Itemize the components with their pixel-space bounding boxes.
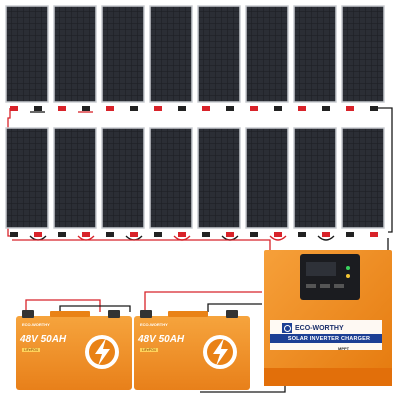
solar-panel (5, 127, 49, 229)
battery-1-label: 48V 50AH (20, 334, 67, 345)
wiring (7, 107, 393, 393)
battery-1 (16, 310, 132, 390)
brand-logo-icon (282, 323, 292, 333)
panel-connectors-top (10, 106, 378, 111)
solar-panel (245, 127, 289, 229)
battery-2 (134, 310, 250, 390)
panel-connectors-bottom (10, 232, 378, 237)
inverter-title: SOLAR INVERTER CHARGER (287, 336, 371, 342)
solar-panel (341, 5, 385, 103)
solar-panel (149, 5, 193, 103)
battery-2-brand: ECO-WORTHY (140, 322, 168, 327)
inverter-mppt-label: MPPT (338, 346, 350, 351)
solar-panel (245, 5, 289, 103)
bolt-icon (95, 338, 110, 366)
solar-panel (149, 127, 193, 229)
inverter-display (300, 254, 360, 300)
solar-panel (5, 5, 49, 103)
battery-2-tag: LiFePO4 (140, 348, 158, 352)
solar-panel-row-top (5, 5, 385, 103)
solar-panel (197, 5, 241, 103)
bolt-icon (213, 338, 228, 366)
battery-1-tag: LiFePO4 (22, 348, 40, 352)
solar-panel (341, 127, 385, 229)
solar-panel (293, 5, 337, 103)
solar-panel (293, 127, 337, 229)
inverter-brand: ECO-WORTHY (282, 322, 362, 334)
solar-panel (101, 127, 145, 229)
solar-panel (53, 5, 97, 103)
battery-2-label: 48V 50AH (138, 334, 185, 345)
solar-panel (197, 127, 241, 229)
status-led (346, 274, 350, 278)
inverter-brand-text: ECO-WORTHY (295, 324, 344, 332)
battery-bank (16, 310, 250, 390)
solar-panel (53, 127, 97, 229)
battery-1-brand: ECO-WORTHY (22, 322, 50, 327)
solar-inverter (264, 250, 392, 386)
solar-panel (101, 5, 145, 103)
status-led (346, 266, 350, 270)
solar-panel-row-bottom (5, 127, 385, 229)
